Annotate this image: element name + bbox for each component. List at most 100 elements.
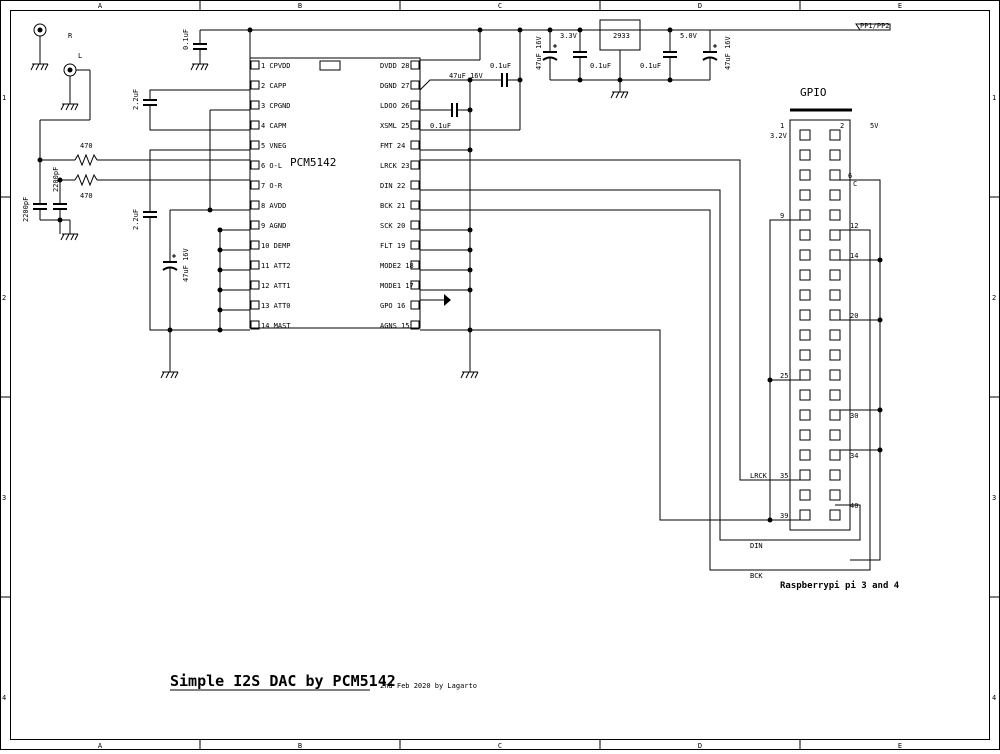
junction-dot [207, 207, 213, 213]
chip-right-pin-label: MODE2 18 [380, 262, 414, 270]
col-label-bottom: A [98, 742, 103, 750]
chip-left-pin [250, 240, 260, 250]
col-label-top: A [98, 2, 103, 10]
cpgnd-avdd-net [169, 109, 250, 262]
gpio-pin [799, 349, 811, 361]
row-label-right: 1 [992, 94, 996, 102]
col-label-top: B [298, 2, 302, 10]
vneg-cap-label: 2.2uF [132, 209, 140, 230]
chip-left-pin [250, 220, 260, 230]
chip-left-pin [250, 260, 260, 270]
gpio-pin6-gnd-label: C [853, 180, 857, 188]
right-ground-bus [420, 80, 479, 379]
col-label-top: E [898, 2, 902, 10]
gpio-pin [829, 509, 841, 521]
chip-right-pin [410, 100, 420, 110]
chip-right-pin [410, 240, 420, 250]
chip-right-pin-label: FLT 19 [380, 242, 405, 250]
chip-right-pin [410, 320, 420, 330]
chip-body [249, 57, 421, 329]
regulator-junctions [547, 27, 673, 83]
chip-left-pin-label: 5 VNEG [261, 142, 286, 150]
gpio-pin [829, 249, 841, 261]
regulator-label: 2933 [613, 32, 630, 40]
gpio-pin2-label: 2 [840, 122, 844, 130]
junction-dot [167, 327, 173, 333]
chip-right-pin [410, 280, 420, 290]
chip-left-pin-label: 11 ATT2 [261, 262, 291, 270]
jack-l-label: L [78, 52, 82, 60]
gpio-pin [829, 229, 841, 241]
gpio-pin20-label: 20 [850, 312, 858, 320]
gpio-pin [829, 189, 841, 201]
chip-right-pin-label: AGNS 15 [380, 322, 410, 330]
row-label-right: 3 [992, 494, 996, 502]
gpio-pin [829, 369, 841, 381]
schematic-title: Simple I2S DAC by PCM5142 [170, 672, 396, 690]
gpio-pin [829, 429, 841, 441]
cpvdd-capacitor [190, 30, 209, 71]
gpio-pin [829, 129, 841, 141]
col-label-bottom: C [498, 742, 502, 750]
gpio-pin12-label: 12 [850, 222, 858, 230]
resistor-r1-label: 470 [80, 142, 93, 150]
left-ground-junctions [217, 227, 223, 333]
gpio-pin [829, 209, 841, 221]
gpio-pin [799, 129, 811, 141]
frame-column-labels: A B C D E A B C D E [98, 2, 902, 750]
gpio-pin [799, 369, 811, 381]
row-label-right: 4 [992, 694, 996, 702]
chip-right-pin [410, 260, 420, 270]
chip-right-pin [410, 140, 420, 150]
row-label-right: 2 [992, 294, 996, 302]
capp-capacitor [143, 89, 250, 131]
gpio-pin [829, 309, 841, 321]
chip-right-pin-label: DVDD 28 [380, 62, 410, 70]
cap-r-label: 2200pF [52, 167, 60, 192]
gpio-lrck-label: LRCK [750, 472, 768, 480]
gpio-pin [829, 149, 841, 161]
gpio-body [789, 119, 851, 531]
gpio-pin [829, 169, 841, 181]
dgnd-cap-label: 47uF 16V [449, 72, 484, 80]
reg-in-electrolytic-label: 47uF 16V [535, 35, 543, 70]
chip-left-pin [250, 60, 260, 70]
chip-left-pin-label: 12 ATT1 [261, 282, 291, 290]
gpio-3v-label: 3.2V [770, 132, 788, 140]
gpio-pin30-label: 30 [850, 412, 858, 420]
gpio-pin [799, 149, 811, 161]
gpio-pin [799, 309, 811, 321]
chip-right-pin [410, 300, 420, 310]
gpio-pin [799, 209, 811, 221]
chip-right-pin-label: MODE1 17 [380, 282, 414, 290]
chip-right-pin-label: XSML 25 [380, 122, 410, 130]
gpio-pin [829, 409, 841, 421]
chip-right-pin-label: LRCK 23 [380, 162, 410, 170]
chip-left-pin-label: 14 MAST [261, 322, 291, 330]
gpio-board-label: Raspberrypi pi 3 and 4 [780, 580, 900, 591]
gpio-pin [799, 189, 811, 201]
chip-right-pin-label: SCK 20 [380, 222, 405, 230]
gpio-pin [799, 409, 811, 421]
row-label-left: 1 [2, 94, 6, 102]
chip-left-pin-label: 9 AGND [261, 222, 286, 230]
gpio-pin14-label: 14 [850, 252, 858, 260]
dgnd-cap-junctions [247, 27, 523, 83]
chip-left-pin-label: 3 CPGND [261, 102, 291, 110]
row-label-left: 4 [2, 694, 6, 702]
gpio-pin [799, 469, 811, 481]
resistor-r1 [74, 153, 98, 167]
chip-left-pin-label: 13 ATT0 [261, 302, 291, 310]
chip-left-pin-label: 7 O-R [261, 182, 283, 190]
avdd-electrolytic-capacitor [160, 254, 179, 379]
chip-right-pin-label: DIN 22 [380, 182, 405, 190]
regulator-section [542, 19, 718, 99]
gpio-pin25-label: 25 [780, 372, 788, 380]
gpio-pin [829, 269, 841, 281]
gpio-pin39-label: 39 [780, 512, 788, 520]
resistor-r2 [74, 173, 98, 187]
chip-right-pin [410, 120, 420, 130]
chip-notch [319, 60, 341, 71]
